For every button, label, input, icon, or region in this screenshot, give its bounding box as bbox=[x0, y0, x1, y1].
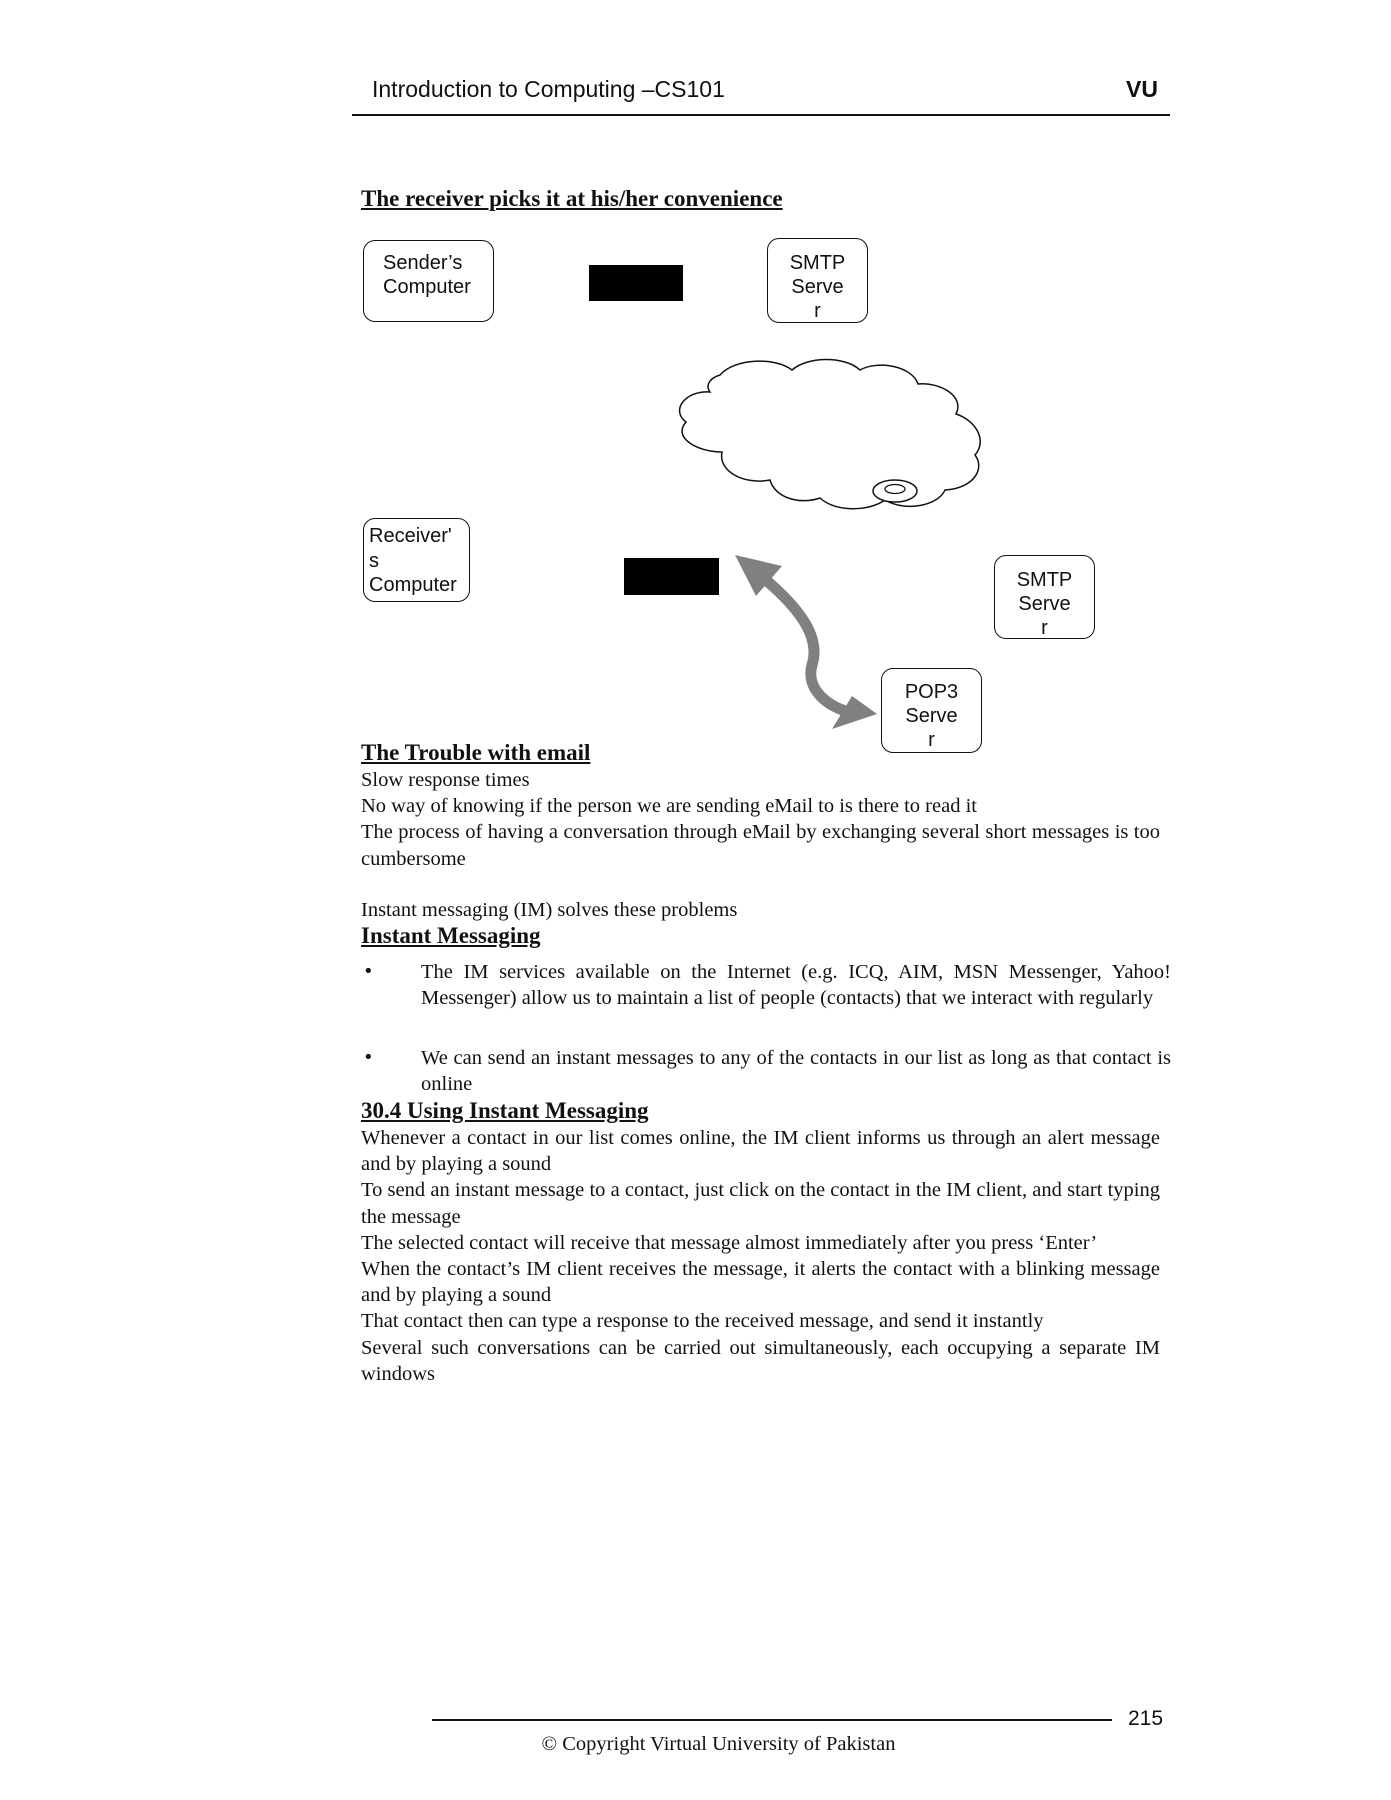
trouble-line-3: The process of having a conversation thr… bbox=[361, 821, 1160, 870]
im-bullet-1: • The IM services available on the Inter… bbox=[363, 959, 1171, 1039]
footer-divider bbox=[432, 1719, 1112, 1721]
smtp-top-label-3: r bbox=[814, 300, 821, 322]
using-im-para-6: Several such conversations can be carrie… bbox=[361, 1336, 1160, 1385]
trouble-line-2: No way of knowing if the person we are s… bbox=[361, 795, 977, 818]
using-im-para-1: Whenever a contact in our list comes onl… bbox=[361, 1127, 1160, 1176]
smtp-top-label-1: SMTP bbox=[789, 252, 846, 274]
arrow-head-up-icon bbox=[735, 555, 782, 596]
using-im-para-3: The selected contact will receive that m… bbox=[361, 1231, 1098, 1254]
bullet-icon: • bbox=[363, 1047, 374, 1068]
pop3-label-2: Serve bbox=[905, 705, 958, 727]
double-arrow-icon bbox=[756, 570, 852, 718]
using-im-para-4: When the contact’s IM client receives th… bbox=[361, 1258, 1160, 1307]
im-bullet-2-text: We can send an instant messages to any o… bbox=[421, 1047, 1171, 1096]
senders-computer-box: Sender’s Computer bbox=[363, 240, 494, 322]
receivers-computer-label-2: s bbox=[369, 549, 379, 572]
diagram-graphics bbox=[679, 358, 981, 729]
senders-computer-label-1: Sender’s bbox=[383, 252, 463, 274]
copyright-notice: © Copyright Virtual University of Pakist… bbox=[0, 1733, 1391, 1756]
receivers-computer-label-1: Receiver' bbox=[369, 525, 452, 547]
smtp-server-top-box: SMTP Serve r bbox=[767, 238, 868, 323]
internet-cloud-icon bbox=[679, 358, 981, 510]
smtp-right-label-1: SMTP bbox=[1016, 569, 1073, 591]
cloud-disc-icon bbox=[872, 479, 918, 503]
cloud-disc-inner-icon bbox=[884, 483, 906, 495]
pop3-server-box: POP3 Serve r bbox=[881, 668, 982, 753]
institution-name: VU bbox=[1126, 76, 1158, 102]
email-diagram: Sender’s Computer SMTP Serve r Receiver'… bbox=[0, 0, 1391, 780]
smtp-right-label-3: r bbox=[1041, 617, 1048, 639]
copyright-text: © Copyright Virtual University of Pakist… bbox=[541, 1733, 896, 1755]
smtp-server-right-box: SMTP Serve r bbox=[994, 555, 1095, 639]
pop3-label-3: r bbox=[928, 729, 935, 751]
trouble-line-1: Slow response times bbox=[361, 769, 530, 791]
using-im-para-5: That contact then can type a response to… bbox=[361, 1310, 1044, 1333]
trouble-text: Slow response times No way of knowing if… bbox=[361, 767, 1160, 872]
redacted-block-top bbox=[589, 265, 683, 301]
im-bullet-1-text: The IM services available on the Interne… bbox=[421, 961, 1171, 1010]
trouble-heading: The Trouble with email bbox=[361, 740, 591, 765]
receiver-heading: The receiver picks it at his/her conveni… bbox=[361, 186, 783, 211]
receivers-computer-box: Receiver' s Computer bbox=[363, 518, 470, 602]
bullet-icon: • bbox=[363, 961, 374, 982]
pop3-label-1: POP3 bbox=[904, 681, 959, 703]
im-heading: Instant Messaging bbox=[361, 923, 541, 948]
using-im-heading: 30.4 Using Instant Messaging bbox=[361, 1098, 649, 1123]
page-header: Introduction to Computing –CS101 VU bbox=[352, 74, 1170, 116]
using-im-text: Whenever a contact in our list comes onl… bbox=[361, 1125, 1160, 1387]
im-solves-text: Instant messaging (IM) solves these prob… bbox=[361, 899, 738, 921]
redacted-block-bottom bbox=[624, 558, 719, 595]
smtp-top-label-2: Serve bbox=[791, 276, 844, 298]
smtp-right-label-2: Serve bbox=[1018, 593, 1071, 615]
receivers-computer-label-3: Computer bbox=[369, 574, 457, 596]
course-title: Introduction to Computing –CS101 bbox=[372, 76, 725, 102]
senders-computer-label-2: Computer bbox=[383, 276, 471, 298]
page-number: 215 bbox=[1128, 1707, 1164, 1730]
arrow-head-down-icon bbox=[832, 696, 877, 729]
im-bullet-2: • We can send an instant messages to any… bbox=[363, 1045, 1171, 1099]
using-im-para-2: To send an instant message to a contact,… bbox=[361, 1179, 1160, 1228]
